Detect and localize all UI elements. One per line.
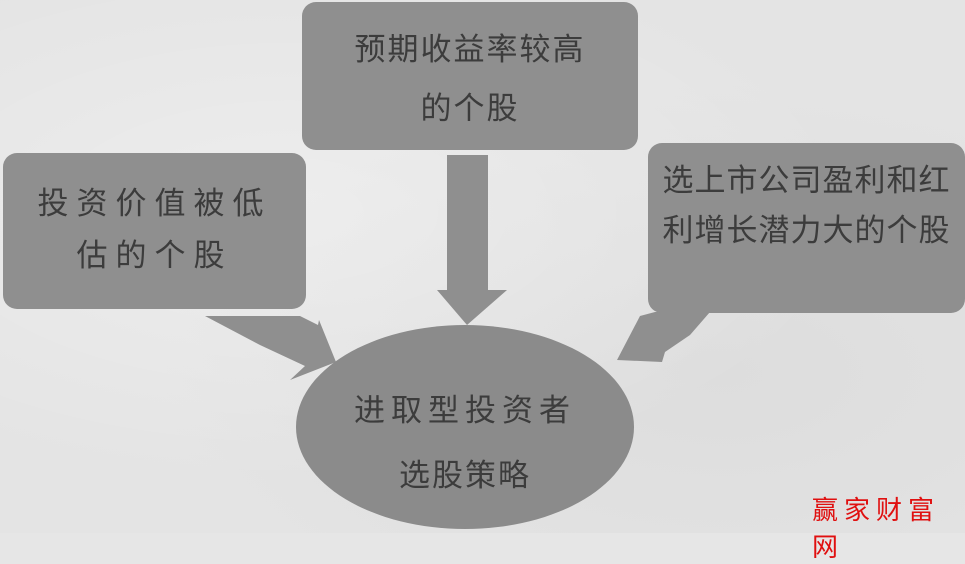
box-text-line: 预期收益率较高 (354, 32, 586, 68)
left-box-undervalued-stocks: 投资价值被低 估的个股 (3, 153, 306, 309)
box-text-line: 选上市公司盈利和红 (662, 163, 951, 199)
top-box-high-expected-return: 预期收益率较高 的个股 (302, 2, 638, 150)
arrow-down-icon (437, 155, 507, 325)
center-ellipse-strategy: 进取型投资者 选股策略 (296, 325, 634, 529)
arrow-down-left-icon (617, 312, 710, 362)
box-text-line: 估的个股 (76, 238, 233, 274)
right-box-growth-potential: 选上市公司盈利和红 利增长潜力大的个股 (648, 143, 965, 313)
watermark: 赢家财富网 (812, 496, 941, 563)
ellipse-text-line: 进取型投资者 (354, 393, 576, 429)
box-text-line: 利增长潜力大的个股 (662, 213, 951, 249)
box-text-line: 的个股 (420, 91, 520, 127)
box-text-line: 投资价值被低 (37, 186, 272, 222)
ellipse-text-line: 选股策略 (399, 458, 531, 494)
arrow-down-right-icon (205, 316, 336, 380)
arrows-layer (205, 155, 710, 380)
